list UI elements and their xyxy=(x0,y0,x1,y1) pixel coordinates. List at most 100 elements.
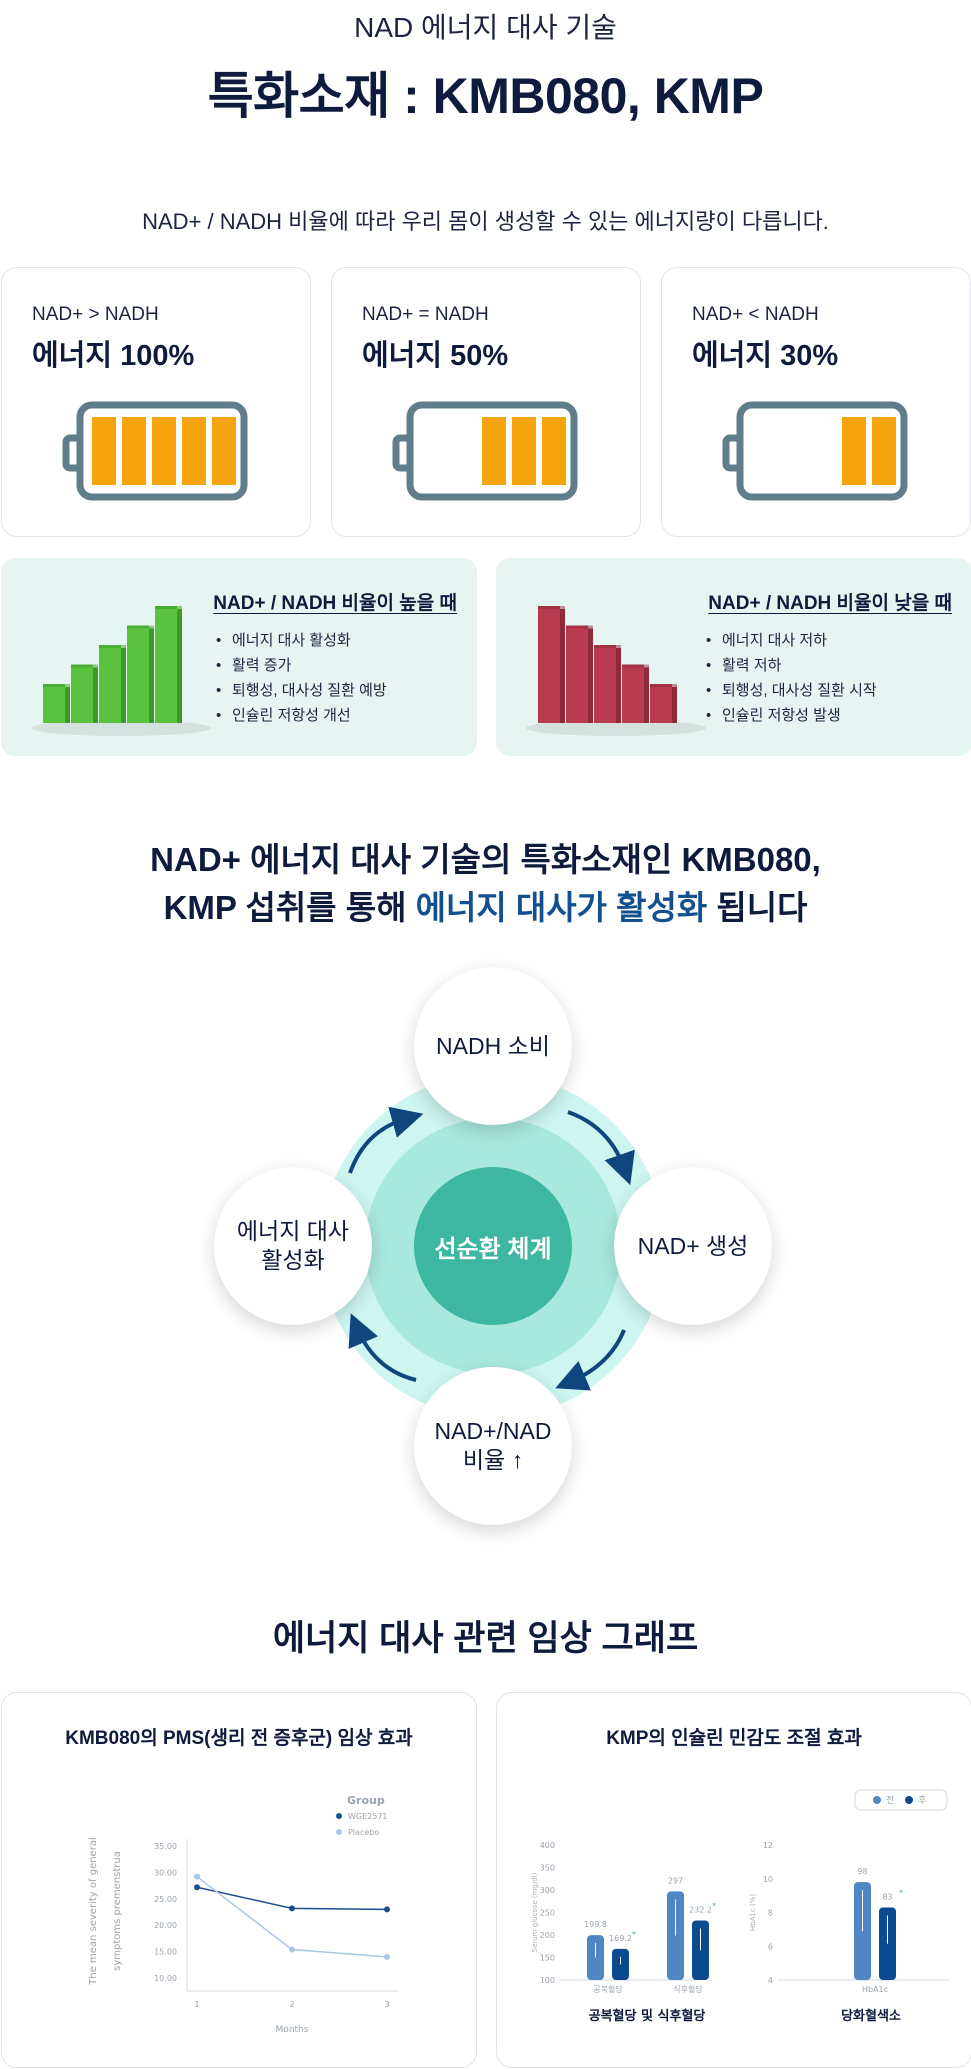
cycle-diagram: 선순환 체계 NADH 소비 NAD+ 생성 NAD+/NAD 비율 ↑ 에너지 … xyxy=(200,955,780,1535)
battery-cell xyxy=(872,417,896,485)
y-tick-label: 400 xyxy=(540,1841,555,1850)
data-label: 169.2 xyxy=(609,1934,632,1943)
y-tick-label: 300 xyxy=(540,1886,555,1895)
panel-caption: 당화혈색소 xyxy=(841,2008,901,2024)
data-label: 98 xyxy=(857,1867,867,1876)
cycle-node-right: NAD+ 생성 xyxy=(614,1167,772,1325)
node-line: NAD+/NAD xyxy=(434,1418,552,1444)
cycle-node-bottom: NAD+/NAD 비율 ↑ xyxy=(414,1367,572,1525)
data-label: 232.2 xyxy=(689,1906,712,1915)
bar xyxy=(538,606,560,723)
x-tick-label: HbA1c xyxy=(862,1985,888,1994)
y-tick-label: 35.00 xyxy=(154,1842,177,1851)
rising-bars-icon xyxy=(31,606,211,736)
list-item: 활력 증가 xyxy=(216,653,387,678)
bar-side xyxy=(93,667,98,723)
y-tick-label: 15.00 xyxy=(154,1948,177,1957)
battery-cell xyxy=(512,417,536,485)
list-item: 퇴행성, 대사성 질환 예방 xyxy=(216,678,387,703)
cycle-title-highlight: 에너지 대사가 활성화 xyxy=(415,889,708,926)
bar-top xyxy=(99,645,126,648)
bar-side xyxy=(616,648,621,723)
data-point xyxy=(289,1946,295,1953)
high-ratio-list: 에너지 대사 활성화 활력 증가 퇴행성, 대사성 질환 예방 인슐린 저항성 … xyxy=(216,628,387,728)
ratio-label: NAD+ < NADH xyxy=(692,304,819,325)
significance-mark: * xyxy=(899,1888,903,1897)
bar-top xyxy=(155,606,182,609)
bar-side xyxy=(644,667,649,723)
y-tick-label: 150 xyxy=(540,1954,555,1963)
battery-card-high: NAD+ > NADH 에너지 100% xyxy=(1,267,311,537)
legend-box xyxy=(854,1789,948,1811)
arrow-icon xyxy=(348,1313,417,1382)
falling-bars-icon xyxy=(526,606,706,736)
bar-shadow xyxy=(526,720,706,736)
bar xyxy=(155,606,177,723)
node-line: 에너지 대사 xyxy=(236,1218,350,1244)
list-item: 에너지 대사 활성화 xyxy=(216,628,387,653)
significance-mark: * xyxy=(712,1902,716,1911)
y-axis-label: symptoms premenstrua xyxy=(112,1851,123,1971)
data-point xyxy=(194,1873,200,1880)
y-tick-label: 200 xyxy=(540,1931,555,1940)
y-tick-label: 4 xyxy=(768,1976,773,1985)
data-point xyxy=(384,1906,390,1913)
y-tick-label: 25.00 xyxy=(154,1895,177,1904)
battery-icon xyxy=(392,401,578,501)
arrow-icon xyxy=(555,1329,626,1391)
y-axis-label: The mean severity of general xyxy=(88,1837,99,1985)
list-item: 인슐린 저항성 개선 xyxy=(216,703,387,728)
battery-card-mid: NAD+ = NADH 에너지 50% xyxy=(331,267,641,537)
bar-top xyxy=(650,684,677,687)
legend-title: Group xyxy=(347,1794,385,1807)
ratio-label: NAD+ = NADH xyxy=(362,304,489,325)
arrow-icon xyxy=(567,1110,635,1186)
y-tick-label: 100 xyxy=(540,1976,555,1985)
x-tick-label: 3 xyxy=(384,2000,389,2009)
bar-side xyxy=(560,609,565,723)
significance-mark: * xyxy=(632,1930,636,1939)
legend-label: 후 xyxy=(918,1795,926,1806)
y-axis-label: HbA1c (%) xyxy=(749,1894,757,1931)
bar xyxy=(99,645,121,723)
cycle-title-line2: KMP 섭취를 통해 에너지 대사가 활성화 됩니다 xyxy=(0,884,971,932)
data-label: 297 xyxy=(668,1876,683,1885)
x-axis-label: Months xyxy=(276,2025,309,2035)
data-point xyxy=(384,1953,390,1960)
bar-top xyxy=(566,625,593,629)
x-tick-label: 2 xyxy=(289,2000,294,2009)
x-tick-label: 1 xyxy=(194,2000,199,2009)
cycle-title-post: 됩니다 xyxy=(707,889,808,926)
battery-icon xyxy=(62,401,248,501)
bar xyxy=(71,664,93,723)
list-item: 활력 저하 xyxy=(706,653,877,678)
y-tick-label: 20.00 xyxy=(154,1921,177,1930)
battery-icon xyxy=(722,401,908,501)
y-tick-label: 10 xyxy=(763,1875,773,1884)
cycle-title-line1: NAD+ 에너지 대사 기술의 특화소재인 KMB080, xyxy=(150,841,821,878)
x-tick-label: 식후혈당 xyxy=(673,1984,703,1994)
bar-side xyxy=(149,628,154,723)
list-item: 에너지 대사 저하 xyxy=(706,628,877,653)
legend-label: Placebo xyxy=(348,1828,379,1837)
y-tick-label: 10.00 xyxy=(154,1974,177,1983)
list-item: 퇴행성, 대사성 질환 시작 xyxy=(706,678,877,703)
node-line: 비율 ↑ xyxy=(462,1447,524,1473)
bar xyxy=(43,684,65,723)
bar-top xyxy=(622,664,649,668)
high-ratio-box: NAD+ / NADH 비율이 높을 때 에너지 대사 활성화 활력 증가 퇴행… xyxy=(1,558,477,756)
legend-marker xyxy=(336,1813,342,1819)
energy-label: 에너지 50% xyxy=(362,340,509,372)
cycle-node-top: NADH 소비 xyxy=(414,967,572,1125)
ratio-label: NAD+ > NADH xyxy=(32,304,159,325)
legend-marker xyxy=(873,1796,881,1804)
arrow-icon xyxy=(348,1106,424,1174)
cycle-center: 선순환 체계 xyxy=(414,1167,572,1325)
battery-cell xyxy=(92,417,116,485)
y-tick-label: 250 xyxy=(540,1909,555,1918)
cycle-section-title: NAD+ 에너지 대사 기술의 특화소재인 KMB080, KMP 섭취를 통해… xyxy=(0,836,971,932)
